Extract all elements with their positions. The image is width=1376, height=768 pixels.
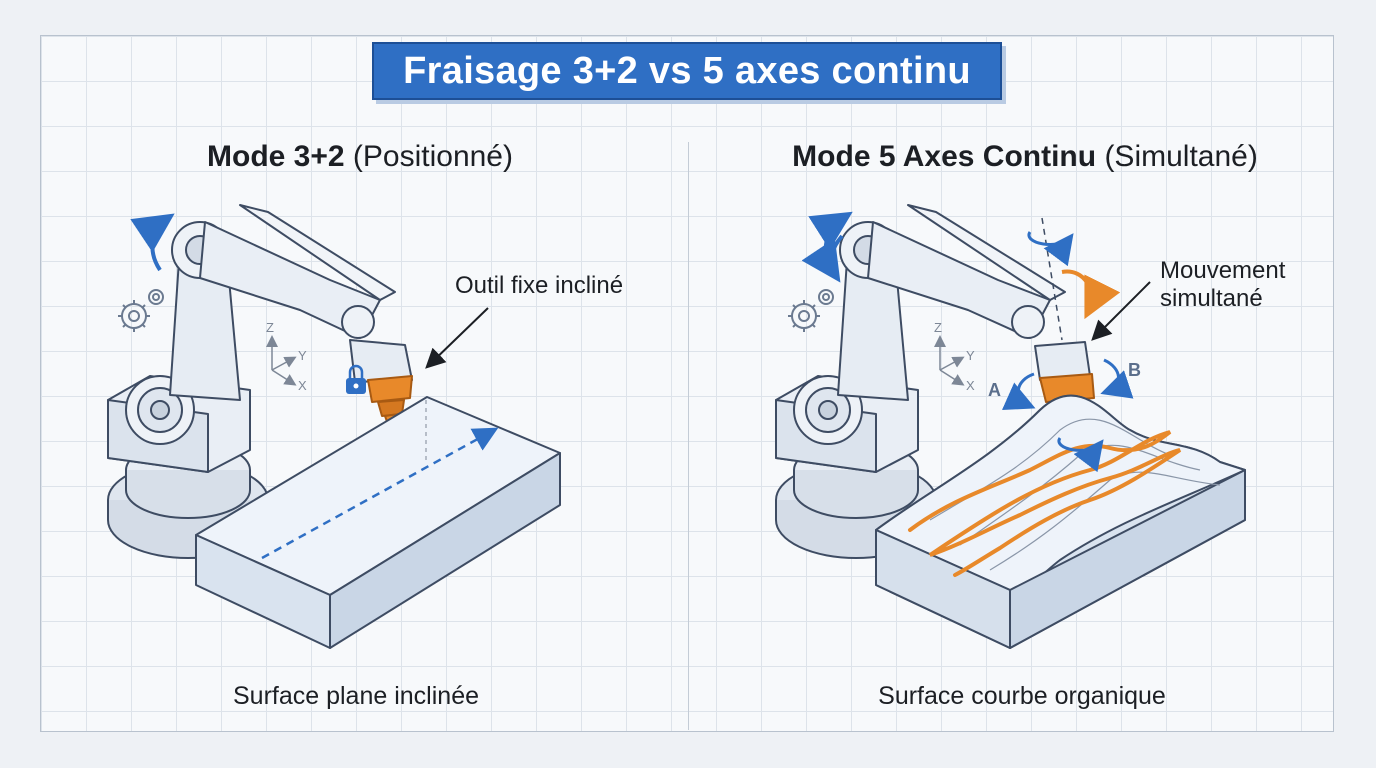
axis-label-x: X: [298, 378, 307, 393]
panel-divider: [688, 142, 689, 730]
rotation-arrow-icon: [1061, 269, 1121, 320]
rotation-arrow-icon: [801, 234, 844, 283]
axis-triad-icon: [266, 335, 297, 386]
panel-left-heading: Mode 3+2 (Positionné): [150, 140, 570, 180]
robot-left: [107, 204, 415, 559]
gear-icon: [118, 289, 164, 332]
axis-triad-icon: [934, 335, 965, 386]
annotation-simultaneous-line1: Mouvement: [1160, 257, 1286, 284]
diagram-title: Fraisage 3+2 vs 5 axes continu: [372, 42, 1002, 100]
annotation-arrow-right: [1091, 281, 1151, 341]
axis-label-x: X: [966, 378, 975, 393]
caption-right: Surface courbe organique: [878, 682, 1166, 710]
tool-axis-line: [1041, 217, 1063, 341]
toolpath-straight: [261, 427, 499, 560]
panel-right-heading: Mode 5 Axes Continu (Simultané): [740, 140, 1310, 180]
axis-label-y: Y: [966, 348, 975, 363]
panel-left-heading-light: (Positionné): [352, 140, 513, 173]
lock-icon: [346, 364, 366, 394]
annotation-fixed-tool: Outil fixe incliné: [455, 272, 624, 299]
panel-right-heading-bold: Mode 5 Axes Continu: [792, 140, 1097, 173]
annotation-simultaneous-line2: simultané: [1160, 285, 1263, 312]
rotation-label-b: B: [1128, 360, 1141, 380]
axis-label-z: Z: [266, 320, 274, 335]
rotation-arrow-icon: [1001, 231, 1134, 473]
axis-label-z: Z: [934, 320, 942, 335]
panel-left-heading-bold: Mode 3+2: [207, 140, 345, 173]
rotation-label-a: A: [988, 380, 1001, 400]
rotation-arrow-icon: [130, 213, 175, 272]
gear-icon: [788, 289, 834, 332]
annotation-arrow-left: [425, 307, 489, 369]
workpiece-flat: [195, 396, 561, 649]
panel-right-heading-light: (Simultané): [1104, 140, 1258, 173]
caption-left: Surface plane inclinée: [233, 682, 479, 710]
axis-label-y: Y: [298, 348, 307, 363]
